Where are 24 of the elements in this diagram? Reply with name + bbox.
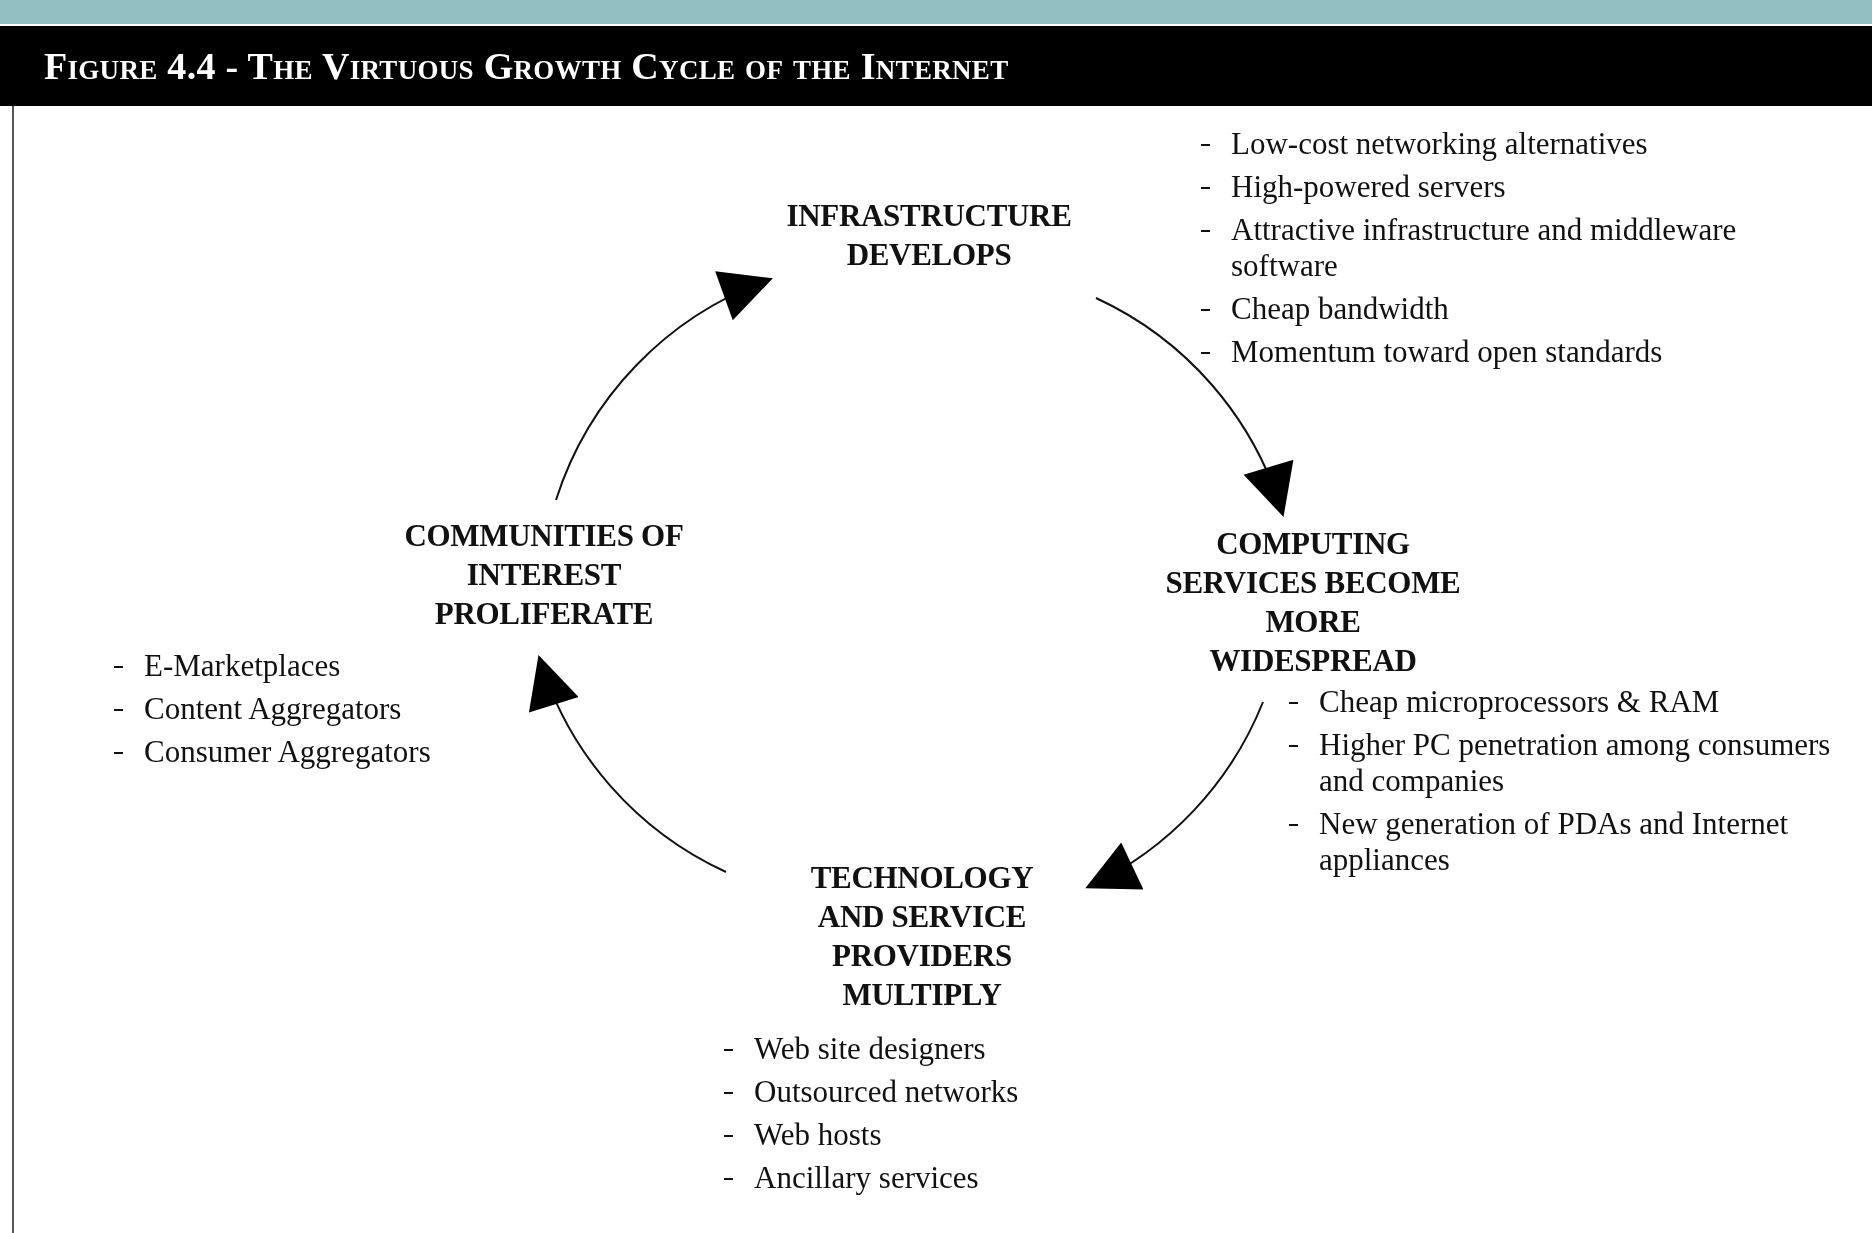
bullet-text: Momentum toward open standards xyxy=(1231,334,1663,369)
cycle-arrow xyxy=(1095,297,1291,517)
bullet-text: E-Marketplaces xyxy=(144,648,341,683)
stage-label: COMMUNITIES OF INTEREST PROLIFERATE xyxy=(403,517,685,633)
bullet-text: New generation of PDAs and Internet appliances xyxy=(1319,806,1789,877)
stage-label: COMPUTING SERVICES BECOME MORE WIDESPREAD xyxy=(1164,525,1462,680)
bullet-text: High-powered servers xyxy=(1231,169,1506,204)
bullet-text: Higher PC penetration among consumers and companies xyxy=(1319,727,1831,798)
cycle-arrow xyxy=(555,274,773,501)
stage-label: TECHNOLOGY AND SERVICE PROVIDERS MULTIPLY xyxy=(809,859,1035,1014)
bullet-text: Ancillary services xyxy=(754,1160,979,1195)
bullet-text: Content Aggregators xyxy=(144,691,402,726)
cycle-arrow xyxy=(532,655,727,873)
bullet-text: Web site designers xyxy=(754,1031,986,1066)
bullet-text: Outsourced networks xyxy=(754,1074,1019,1109)
bullet-text: Cheap microprocessors & RAM xyxy=(1319,684,1720,719)
cycle-arrow xyxy=(1085,701,1264,889)
bullet-text: Cheap bandwidth xyxy=(1231,291,1449,326)
figure-title: Figure 4.4 - The Virtuous Growth Cycle of the Internet xyxy=(44,44,1009,88)
bullet-text: Low-cost networking alternatives xyxy=(1231,126,1648,161)
bullet-text: Attractive infrastructure and middleware software xyxy=(1231,212,1737,283)
stage-label: INFRASTRUCTURE DEVELOPS xyxy=(785,197,1073,274)
bullet-text: Consumer Aggregators xyxy=(144,734,431,769)
bullet-text: Web hosts xyxy=(754,1117,882,1152)
